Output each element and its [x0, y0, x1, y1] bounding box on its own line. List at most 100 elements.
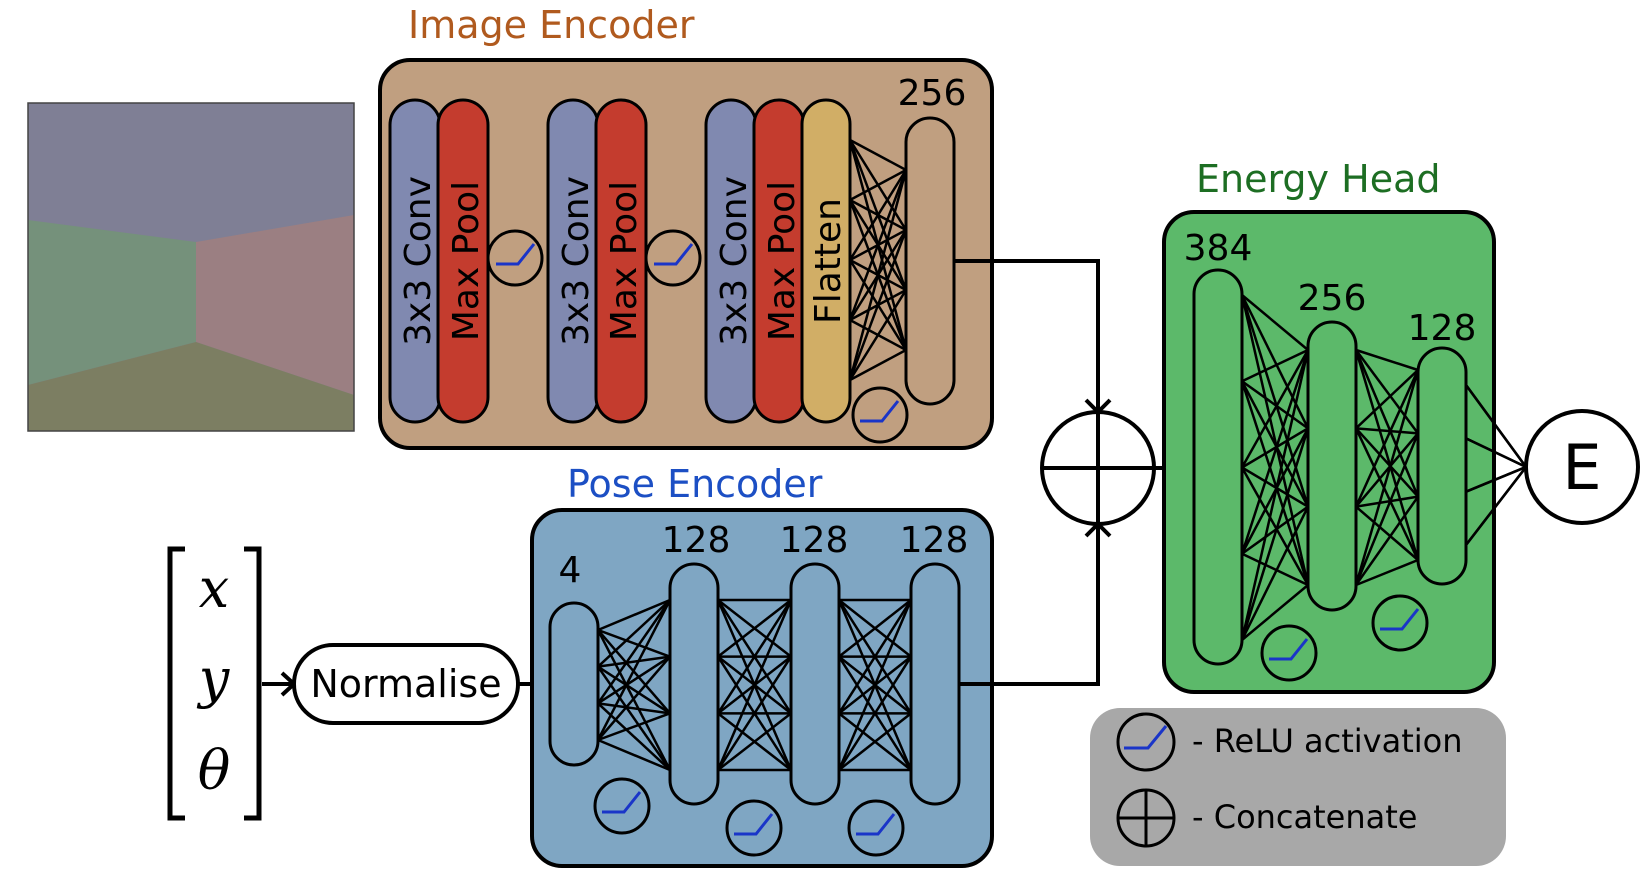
- dense-connection-line: [1241, 348, 1309, 383]
- pose-encoder-input-layer: [548, 601, 600, 767]
- dense-connection-line: [1240, 427, 1310, 641]
- concatenate-icon: [1116, 788, 1176, 848]
- camera-image: [27, 102, 355, 432]
- dense-connection-line: [849, 138, 907, 172]
- legend-box: [1090, 708, 1506, 866]
- normalise-label: Normalise: [310, 662, 501, 706]
- dense-connection-line: [1240, 466, 1310, 586]
- image-encoder-dense-size: 256: [898, 73, 967, 114]
- relu-icon: [847, 799, 905, 857]
- dense-connection-line: [1240, 349, 1310, 641]
- conv-layer-label: 3x3 Conv: [714, 176, 755, 346]
- energy-head-layer-1-size: 384: [1184, 228, 1253, 269]
- dense-connection-line: [849, 168, 907, 202]
- dense-connection-line: [597, 655, 671, 668]
- dense-connection-line: [597, 655, 671, 705]
- dense-connection-line: [837, 599, 913, 771]
- energy-head-layer-3: [1416, 346, 1468, 586]
- dense-connection-line: [597, 598, 671, 632]
- pose-encoder-title: Pose Encoder: [567, 462, 823, 506]
- dense-connection-line: [1354, 369, 1420, 508]
- pose-symbol-x: x: [199, 557, 229, 620]
- concatenate-icon: [1040, 410, 1156, 526]
- dense-connection-line: [1354, 427, 1420, 561]
- dense-connection-line: [716, 599, 793, 715]
- energy-output: E: [1524, 409, 1640, 525]
- pose-symbol-y: y: [197, 647, 231, 710]
- dense-connection-line: [1355, 505, 1419, 561]
- dense-connection-line: [1354, 349, 1420, 498]
- dense-connection-line: [1355, 427, 1419, 498]
- dense-connection-line: [848, 169, 908, 261]
- image-encoder-conv-block-2: 3x3 Conv Max Pool: [546, 98, 648, 424]
- pose-encoder-layer-1: [668, 562, 720, 806]
- pose-encoder: Pose Encoder 4 128 128 128: [530, 462, 994, 868]
- relu-icon: [644, 229, 702, 287]
- energy-head-layer-1: [1192, 268, 1244, 666]
- dense-connection-line: [1465, 437, 1527, 469]
- image-encoder-dense-connections: [848, 138, 908, 382]
- right-bracket: [244, 546, 262, 821]
- dense-connection-line: [1241, 294, 1309, 351]
- dense-connection-line: [1240, 294, 1310, 429]
- dense-connection-line: [1240, 380, 1310, 508]
- image-encoder: Image Encoder 3x3 Conv Max Pool 3x3 Conv…: [378, 3, 994, 450]
- energy-head: Energy Head 384 256 128: [1162, 157, 1528, 694]
- energy-head-layer-2-size: 256: [1298, 278, 1367, 319]
- dense-connection-line: [717, 712, 792, 771]
- dense-connection-line: [597, 712, 671, 742]
- relu-icon: [593, 777, 651, 835]
- legend-relu-label: - ReLU activation: [1192, 722, 1463, 760]
- pose-encoder-dense-connections: [596, 598, 913, 772]
- dense-connection-line: [1354, 349, 1420, 435]
- pose-encoder-layer-2: [789, 562, 841, 806]
- dense-connection-line: [1354, 349, 1420, 561]
- dense-connection-line: [596, 599, 672, 741]
- dense-connection-line: [1465, 465, 1527, 493]
- dense-connection-line: [837, 655, 913, 771]
- energy-head-layer-2: [1306, 320, 1358, 612]
- dense-connection-line: [1241, 552, 1309, 587]
- pool-layer-label: Max Pool: [604, 181, 645, 341]
- dense-connection-line: [717, 599, 792, 658]
- dense-connection-line: [848, 289, 908, 381]
- dense-connection-line: [1355, 432, 1419, 508]
- image-encoder-conv-block-1: 3x3 Conv Max Pool: [388, 98, 490, 424]
- dense-connection-line: [1240, 506, 1310, 641]
- normalise-block: Normalise: [292, 643, 520, 725]
- dense-connection-line: [848, 169, 908, 381]
- image-encoder-title: Image Encoder: [408, 3, 695, 47]
- energy-head-title: Energy Head: [1196, 157, 1440, 201]
- image-encoder-dense-layer: [904, 116, 956, 406]
- dense-connection-line: [1464, 384, 1528, 468]
- pose-to-normalise-arrow: [262, 671, 297, 697]
- flatten-layer-label: Flatten: [808, 198, 849, 324]
- dense-connection-line: [848, 169, 908, 321]
- dense-connection-line: [838, 712, 912, 771]
- relu-icon: [1371, 594, 1429, 652]
- dense-connection-line: [1465, 466, 1527, 546]
- relu-icon: [1260, 624, 1318, 682]
- dense-connection-line: [716, 655, 793, 771]
- left-bracket: [167, 546, 185, 821]
- conv-layer-label: 3x3 Conv: [556, 176, 597, 346]
- dense-connection-line: [597, 599, 671, 668]
- pose-encoder-layer-1-size: 128: [662, 520, 731, 561]
- dense-connection-line: [597, 738, 671, 772]
- dense-connection-line: [1240, 349, 1310, 469]
- relu-icon: [486, 229, 544, 287]
- pose-encoder-layer-3: [909, 562, 961, 806]
- dense-connection-line: [1241, 466, 1309, 508]
- dense-connection-line: [1354, 495, 1420, 586]
- dense-connection-line: [838, 599, 912, 658]
- dense-connection-line: [596, 599, 672, 705]
- pose-input-vector: x y θ: [167, 546, 262, 821]
- dense-connection-line: [1355, 558, 1419, 587]
- energy-output-label: E: [1562, 431, 1601, 504]
- conv-layer-label: 3x3 Conv: [398, 176, 439, 346]
- relu-icon: [725, 799, 783, 857]
- energy-head-layer-3-size: 128: [1408, 308, 1477, 349]
- dense-connection-line: [1355, 369, 1419, 430]
- image-encoder-conv-block-3: 3x3 Conv Max Pool Flatten: [704, 98, 852, 424]
- pose-symbol-theta: θ: [198, 739, 231, 802]
